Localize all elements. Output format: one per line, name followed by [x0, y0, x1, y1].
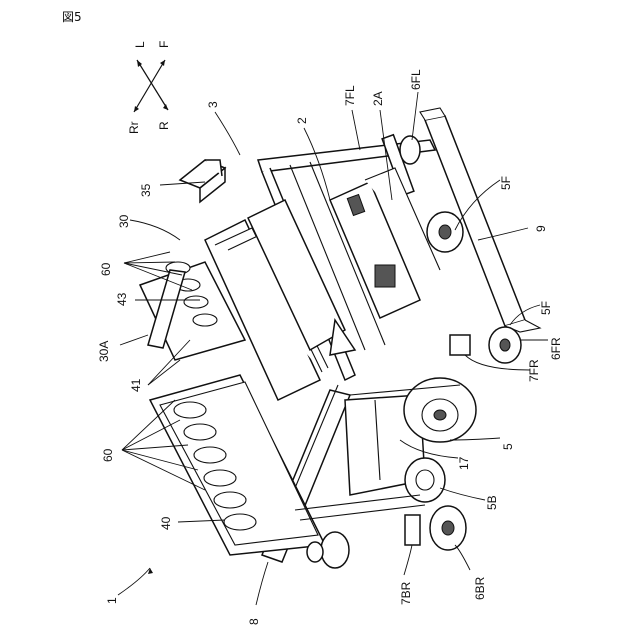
caster-rear-left-2 — [307, 542, 323, 562]
roller — [184, 424, 216, 440]
caster-5b-hub — [416, 470, 434, 490]
dir-label-r: R — [157, 121, 171, 130]
roller — [194, 447, 226, 463]
roller — [184, 296, 208, 308]
label-30a: 30A — [97, 341, 111, 362]
label-5: 5 — [501, 443, 515, 450]
label-7br: 7BR — [399, 581, 413, 605]
label-2: 2 — [295, 117, 309, 124]
label-3: 3 — [206, 101, 220, 108]
leader-7br — [404, 545, 412, 575]
figure-label: 図5 — [62, 10, 82, 24]
leader-41-a — [148, 360, 180, 385]
label-40: 40 — [159, 516, 173, 530]
direction-compass: L F Rr R — [127, 41, 171, 134]
label-6fl: 6FL — [409, 69, 423, 90]
roller — [224, 514, 256, 530]
arrow-head-r — [163, 104, 168, 110]
leader-7fl — [352, 110, 360, 150]
dir-label-f: F — [157, 41, 171, 48]
label-5f-top: 5F — [499, 176, 513, 190]
control-block-2 — [375, 265, 395, 287]
column-7br — [405, 515, 420, 545]
compass-axis-l-r — [137, 60, 168, 110]
label-1: 1 — [105, 597, 119, 604]
column-7fr — [450, 335, 470, 355]
compass-axis-f-rr — [134, 60, 165, 112]
label-9: 9 — [534, 225, 548, 232]
label-17: 17 — [457, 456, 471, 470]
leader-1 — [118, 568, 150, 595]
label-41: 41 — [129, 378, 143, 392]
caster-6fl — [400, 136, 420, 164]
label-35: 35 — [139, 183, 153, 197]
roller — [214, 492, 246, 508]
roller — [193, 314, 217, 326]
dir-label-rr: Rr — [127, 121, 141, 134]
leader-30a — [120, 335, 148, 345]
label-5f-right: 5F — [539, 301, 553, 315]
label-2a: 2A — [371, 91, 385, 106]
label-43: 43 — [115, 292, 129, 306]
label-8: 8 — [247, 618, 261, 625]
label-6br: 6BR — [473, 576, 487, 600]
leader-3 — [215, 112, 240, 155]
caster-6br-hub — [442, 521, 454, 535]
leader-6fl — [412, 92, 418, 140]
roller — [174, 402, 206, 418]
leader-30 — [130, 220, 180, 240]
caster-6fr-hub — [500, 339, 510, 351]
leader-6br — [455, 545, 470, 570]
leader-8 — [256, 562, 268, 605]
main-wheel-axle — [434, 410, 446, 420]
label-7fl: 7FL — [343, 85, 357, 106]
caster-rear-left — [321, 532, 349, 568]
leader-60-top-b — [124, 262, 175, 263]
label-60-bottom: 60 — [101, 448, 115, 462]
dir-label-l: L — [133, 41, 147, 48]
label-7fr: 7FR — [527, 359, 541, 382]
label-5b: 5B — [485, 495, 499, 510]
leader-5b — [440, 488, 485, 500]
label-30: 30 — [117, 214, 131, 228]
label-60-top: 60 — [99, 262, 113, 276]
label-6fr: 6FR — [549, 337, 563, 360]
leader-60-top-a — [124, 252, 170, 263]
caster-5f-upper-hub — [439, 225, 451, 239]
roller — [204, 470, 236, 486]
